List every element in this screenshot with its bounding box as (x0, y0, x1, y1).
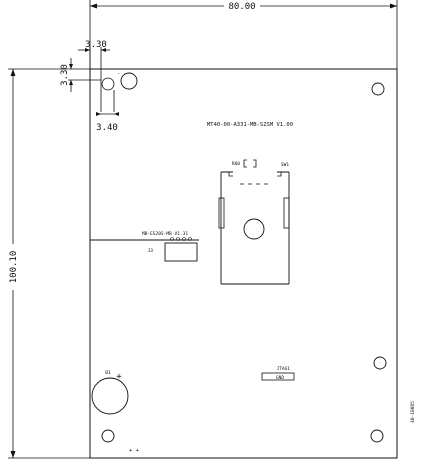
hole-offset-dimensions: 3.30 3.30 3.40 - (60, 40, 120, 133)
mounting-hole-mid-right (373, 356, 387, 370)
b1-polarity: + (116, 372, 122, 382)
corner-marks: + + (129, 448, 140, 454)
jtag1-marking: GND (276, 375, 284, 381)
mounting-hole-top-right (371, 82, 385, 96)
width-dimension: 80.00 (89, 0, 398, 69)
r60-label: R60 (232, 161, 240, 167)
side-note: 40-18085 (410, 401, 416, 423)
width-dimension-label: 80.00 (228, 2, 255, 12)
b1-label: B1 (105, 370, 111, 376)
mounting-hole-bottom-right (370, 429, 384, 443)
hole-marker: - (117, 71, 120, 77)
hole-y-offset-label: 3.30 (60, 64, 70, 86)
sw1-socket: SW1 (218, 162, 290, 285)
board-title: MT40-00-A331-MB-SZSM V1.00 (207, 122, 293, 128)
j3-part-label: MB-ES20S-MB V1.31 (142, 231, 188, 237)
jtag1-header: JTAG1 GND (261, 366, 295, 381)
hole-diameter-label: 3.40 (96, 123, 118, 133)
sw1-label: SW1 (281, 162, 289, 168)
j3-connector: MB-ES20S-MB V1.31 J3 (90, 231, 199, 262)
sw1-center-hole (243, 218, 265, 240)
hole-x-offset-label: 3.30 (85, 40, 107, 50)
jtag1-label: JTAG1 (276, 366, 290, 372)
mounting-hole-bottom-left (101, 429, 115, 443)
j3-label: J3 (148, 248, 154, 254)
height-dimension-label: 100.10 (9, 251, 19, 284)
height-dimension: 100.10 (8, 68, 90, 459)
mounting-hole-top-left (120, 72, 138, 90)
b1-outline (91, 377, 129, 415)
r60-component: R60 (232, 159, 257, 168)
b1-battery: B1 + (91, 370, 129, 415)
board-outline (89, 68, 398, 459)
